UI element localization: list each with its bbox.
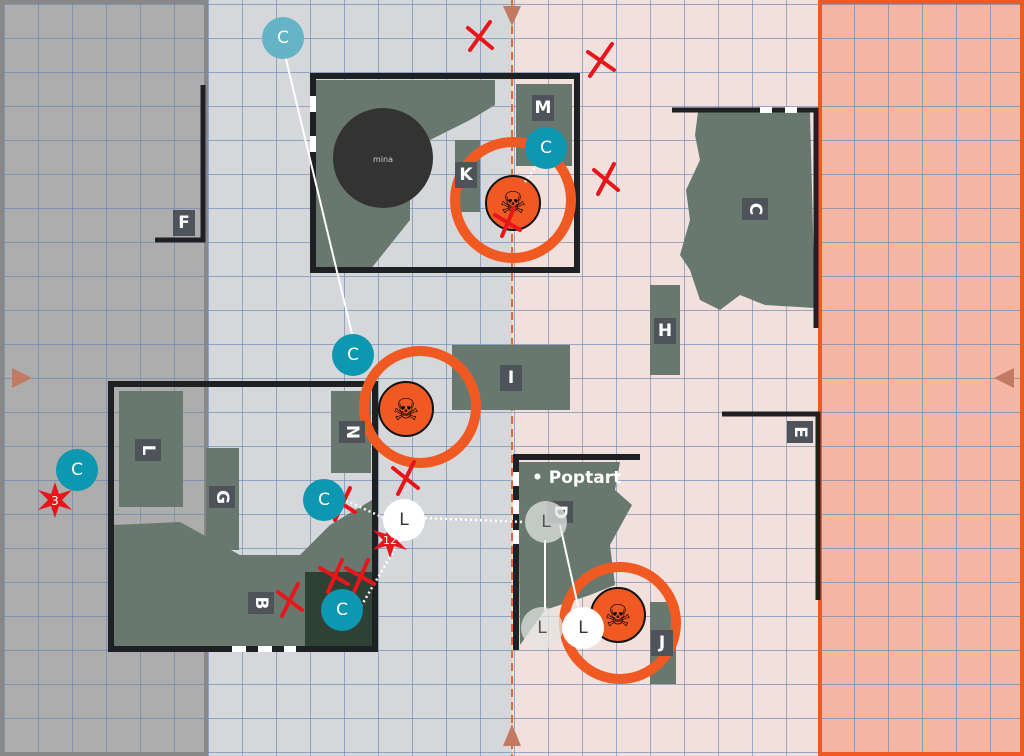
token-c-ghost[interactable]: C xyxy=(262,17,304,59)
room-label-m: M xyxy=(532,95,554,121)
token-c[interactable]: C xyxy=(332,334,374,376)
player-name: Poptart xyxy=(548,468,622,488)
player-name-label: • Poptart xyxy=(532,468,622,488)
token-c[interactable]: C xyxy=(303,479,345,521)
svg-text:☠: ☠ xyxy=(393,393,420,428)
movement-paths xyxy=(284,54,579,610)
room-label-g: G xyxy=(209,486,235,508)
objective-mina xyxy=(333,108,433,208)
svg-text:☠: ☠ xyxy=(605,599,632,634)
skull-icon xyxy=(378,381,434,437)
deploy-arrows xyxy=(12,6,1014,746)
damage-burst xyxy=(38,482,72,518)
token-c[interactable]: C xyxy=(321,589,363,631)
zone-border-right xyxy=(818,0,1024,756)
room-label-h: H xyxy=(654,318,676,344)
token-c[interactable]: C xyxy=(56,449,98,491)
doors xyxy=(232,96,797,652)
token-l-ghost[interactable]: L xyxy=(521,607,563,649)
damage-count: 3 xyxy=(51,494,59,508)
objective-label: mina xyxy=(373,155,393,164)
token-l[interactable]: L xyxy=(562,607,604,649)
room-label-k: K xyxy=(455,162,477,188)
damage-burst xyxy=(373,522,407,558)
room-label-n: N xyxy=(339,421,365,443)
room-label-c: C xyxy=(742,198,768,220)
room-label-j: J xyxy=(651,630,673,656)
room-label-b: B xyxy=(248,592,274,614)
svg-text:☠: ☠ xyxy=(500,186,527,221)
room-label-f: F xyxy=(173,210,195,236)
token-l[interactable]: L xyxy=(383,499,425,541)
room-label-e: E xyxy=(787,421,813,443)
token-l-ghost[interactable]: L xyxy=(525,501,567,543)
room-label-i: I xyxy=(500,365,522,391)
zone-border-left xyxy=(0,0,208,756)
room-label-l: L xyxy=(135,439,161,461)
token-c[interactable]: C xyxy=(525,127,567,169)
